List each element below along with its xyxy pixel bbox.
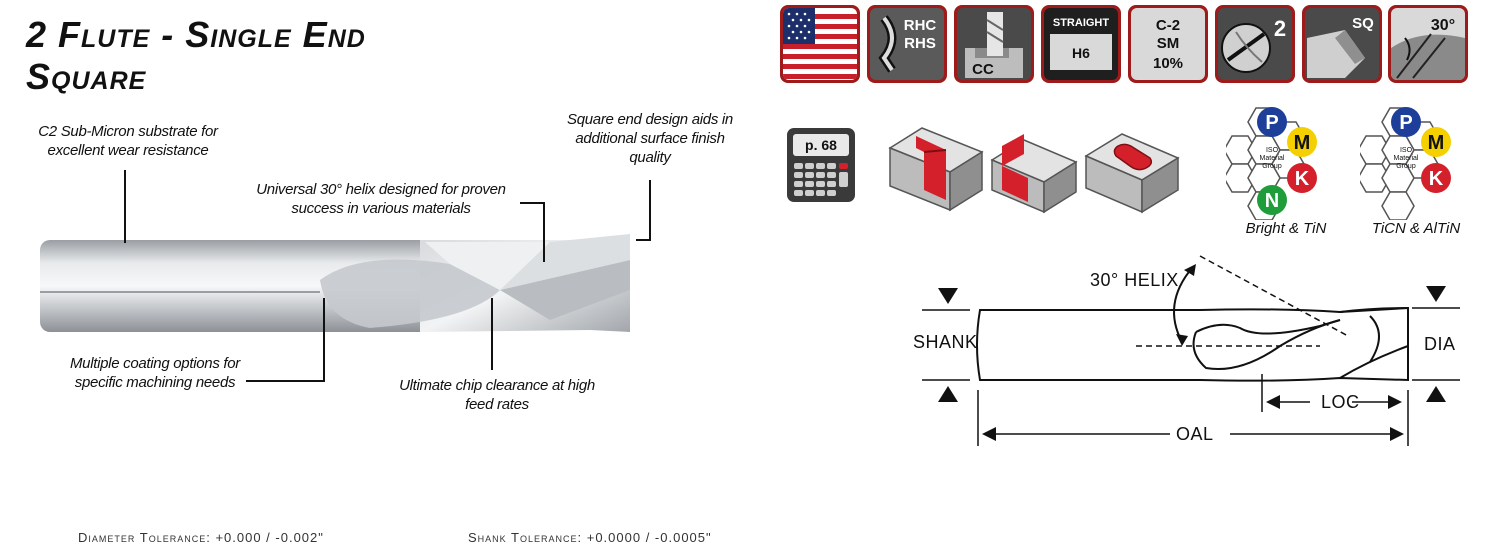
carbide-grade-icon: C-2 SM 10% <box>1128 5 1208 83</box>
svg-text:ISO: ISO <box>1266 147 1279 154</box>
diameter-tolerance: Diameter Tolerance: +0.000 / -0.002" <box>78 530 324 545</box>
svg-text:SQ: SQ <box>1352 15 1374 32</box>
callout-chip-clearance: Ultimate chip clearance at high feed rat… <box>399 377 595 413</box>
coating-label-ticn-altin: TiCN & AlTiN <box>1371 220 1461 237</box>
profiling-icon <box>990 134 1078 214</box>
svg-text:ISO: ISO <box>1400 147 1413 154</box>
calculator-keys-icon <box>794 163 848 196</box>
dim-label-helix: 30° HELIX <box>1090 270 1179 290</box>
dim-label-shank: SHANK <box>913 332 978 352</box>
callout-helix: Universal 30° helix designed for proven … <box>256 181 506 217</box>
svg-text:H6: H6 <box>1072 45 1090 61</box>
shank-tolerance: Shank Tolerance: +0.0000 / -0.0005" <box>468 530 712 545</box>
usa-flag-icon <box>780 5 860 83</box>
svg-text:SM: SM <box>1157 35 1180 52</box>
pocketing-icon <box>1084 133 1180 214</box>
coating-label-bright-tin: Bright & TiN <box>1245 220 1327 237</box>
svg-text:Material: Material <box>1394 155 1419 162</box>
rhc-rhs-icon: RHC RHS <box>867 5 947 83</box>
svg-text:K: K <box>1295 168 1310 190</box>
svg-text:C-2: C-2 <box>1156 17 1180 34</box>
svg-text:RHS: RHS <box>904 35 936 52</box>
svg-text:Material: Material <box>1260 155 1285 162</box>
helix-angle-icon: 30° <box>1388 5 1468 83</box>
center-cutting-icon: CC <box>954 5 1034 83</box>
callout-substrate: C2 Sub-Micron substrate for excellent we… <box>38 123 218 159</box>
rotation-arrow-icon: RHC RHS <box>878 15 937 73</box>
dimension-diagram <box>922 255 1460 446</box>
end-mill-image <box>40 234 630 332</box>
svg-text:STRAIGHT: STRAIGHT <box>1053 17 1110 29</box>
flute-count-icon: 2 <box>1215 5 1295 83</box>
square-end-icon: SQ <box>1302 5 1382 83</box>
page-reference-label: p. 68 <box>793 134 849 156</box>
straight-shank-icon: STRAIGHT H6 <box>1041 5 1121 83</box>
title-line-1: 2 Flute - Single End <box>26 14 366 55</box>
svg-text:P: P <box>1265 112 1278 134</box>
title-line-2: Square <box>26 56 147 97</box>
iso-group-bright-tin-icon: P M K N ISO Material Group <box>1226 107 1317 220</box>
slotting-icon <box>888 127 984 212</box>
svg-text:M: M <box>1428 132 1445 154</box>
svg-text:30°: 30° <box>1431 17 1455 34</box>
dim-label-oal: OAL <box>1176 424 1214 444</box>
svg-text:RHC: RHC <box>904 17 937 34</box>
svg-text:K: K <box>1429 168 1444 190</box>
dim-label-dia: DIA <box>1424 334 1456 354</box>
svg-text:2: 2 <box>1274 16 1286 41</box>
svg-text:N: N <box>1265 190 1279 212</box>
svg-text:CC: CC <box>972 61 994 78</box>
iso-group-ticn-altin-icon: P M K ISO Material Group <box>1360 107 1451 220</box>
svg-text:10%: 10% <box>1153 55 1183 72</box>
callout-square-end: Square end design aids in additional sur… <box>567 111 733 166</box>
svg-text:P: P <box>1399 112 1412 134</box>
svg-text:Group: Group <box>1396 163 1416 170</box>
page-reference-calculator[interactable]: p. 68 <box>787 128 855 202</box>
dim-label-loc: LOC <box>1321 392 1360 412</box>
callout-coating: Multiple coating options for specific ma… <box>69 355 241 391</box>
callout-leaders <box>124 170 651 382</box>
page-title: 2 Flute - Single End Square <box>26 14 586 98</box>
svg-text:Group: Group <box>1262 163 1282 170</box>
svg-text:M: M <box>1294 132 1311 154</box>
